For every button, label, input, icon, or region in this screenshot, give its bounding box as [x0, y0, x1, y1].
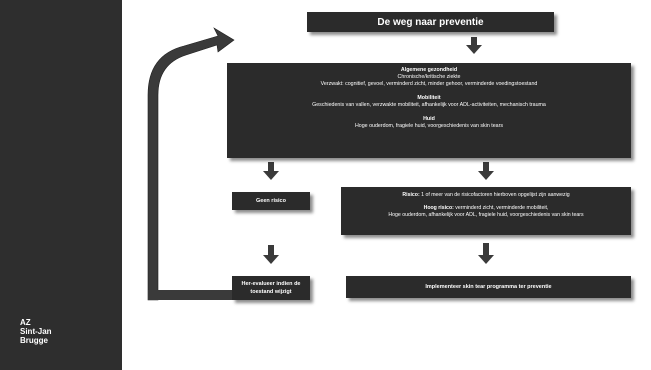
loop-back-arrow [147, 27, 235, 301]
down-arrow-icon [466, 37, 482, 54]
reevaluate-line-2: toestand wijzigt [250, 289, 292, 295]
no-risk-box: Geen risico [232, 192, 310, 210]
high-risk-text-1: verminderd zicht, verminderde mobiliteit… [453, 205, 549, 211]
down-arrow-icon [478, 243, 494, 264]
reevaluate-line-1: Her-evalueer indien de [241, 281, 301, 287]
logo-line-sint-jan: Sint-Jan [20, 327, 52, 336]
implement-label: Implementeer skin tear programma ter pre… [425, 284, 552, 290]
high-risk-label: Hoog risico: [423, 205, 454, 211]
az-sint-jan-logo: AZ Sint-Jan Brugge [20, 318, 80, 345]
down-arrow-icon [263, 162, 279, 180]
general-health-line-1: Chronische/kritische ziekte [397, 74, 461, 80]
risk-row: Risico: 1 of meer van de risicofactoren … [341, 192, 631, 199]
risk-text: 1 of meer van de risicofactoren hierbove… [419, 192, 570, 198]
logo-line-brugge: Brugge [20, 336, 48, 345]
logo-line-az: AZ [20, 318, 31, 327]
risk-assessment-box: Algemene gezondheid Chronische/kritische… [227, 63, 631, 158]
general-health-heading: Algemene gezondheid [400, 67, 458, 73]
high-risk-text-2: Hoge ouderdom, afhankelijk voor ADL, fra… [388, 212, 584, 218]
risk-box: Risico: 1 of meer van de risicofactoren … [341, 187, 631, 235]
general-health-line-2: Verzwakt: cognitief, gevoel, verminderd … [320, 81, 538, 87]
no-risk-label: Geen risico [256, 198, 286, 204]
skin-line-1: Hoge ouderdom, fragiele huid, voorgeschi… [354, 123, 504, 129]
mobility-line-1: Geschiedenis van vallen, verzwakte mobil… [312, 102, 546, 108]
down-arrow-icon [263, 245, 279, 264]
high-risk-row: Hoog risico: verminderd zicht, verminder… [341, 205, 631, 212]
risk-label: Risico: [402, 192, 420, 198]
sidebar-panel: AZ Sint-Jan Brugge [0, 0, 122, 370]
implement-box: Implementeer skin tear programma ter pre… [346, 276, 631, 298]
mobility-heading: Mobiliteit [417, 95, 441, 101]
down-arrow-icon [478, 162, 494, 180]
diagram-title: De weg naar preventie [377, 16, 484, 28]
flow-arrows [147, 27, 494, 301]
skin-heading: Huid [423, 116, 435, 122]
slide-content: De weg naar preventie Algemene gezondhei… [122, 0, 651, 370]
reevaluate-box: Her-evalueer indien de toestand wijzigt [232, 276, 310, 300]
loop-connector [148, 290, 232, 300]
title-box: De weg naar preventie [307, 12, 554, 32]
